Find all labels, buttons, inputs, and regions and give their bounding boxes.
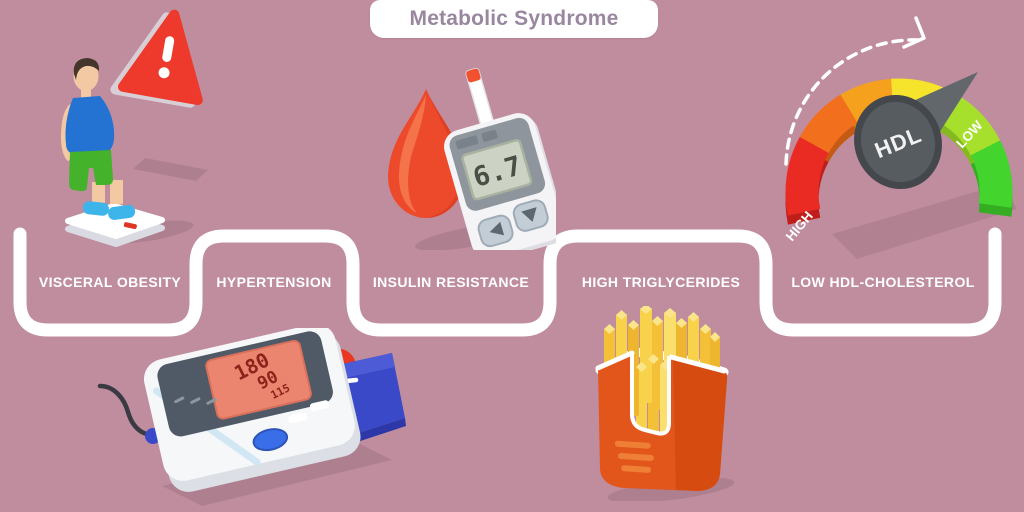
gauge-segment-green (970, 140, 1013, 208)
box-stripes (614, 440, 654, 473)
gauge-segment-orange (799, 94, 858, 154)
left-arrow-button (489, 221, 505, 236)
scale-display (123, 222, 137, 230)
triangle-shadow (133, 158, 208, 181)
label-low-hdl-cholesterol: LOW HDL-CHOLESTEROL (791, 274, 975, 290)
shorts (69, 150, 113, 192)
power-button (252, 428, 289, 452)
blood-pressure-monitor-icon: 180 90 115 (97, 328, 406, 506)
title-banner: Metabolic Syndrome (370, 0, 658, 38)
overweight-person (61, 58, 136, 220)
monitor-display: 180 90 115 (205, 339, 312, 420)
exclamation-mark (162, 36, 175, 62)
label-hypertension: HYPERTENSION (216, 274, 332, 290)
tank-top (65, 96, 115, 155)
fries-box (595, 350, 728, 491)
label-high-triglycerides: HIGH TRIGLYCERIDES (581, 274, 741, 290)
page-title: Metabolic Syndrome (409, 7, 619, 30)
french-fries-icon (595, 306, 735, 501)
path-line (13, 227, 1002, 337)
monitor-button-2 (309, 400, 330, 412)
hdl-gauge-icon: HDL HIGH LOW (783, 16, 1017, 259)
meter-buttons (477, 199, 549, 248)
down-arrow-button (521, 207, 537, 222)
gauge-segment-red (785, 136, 829, 216)
person-hair (73, 58, 100, 80)
test-strip-tip (466, 68, 481, 83)
left-tube (97, 383, 153, 438)
meter-display: 6.7 (461, 139, 533, 201)
glucose-meter-body: 6.7 (444, 67, 556, 250)
label-insulin-resistance: INSULIN RESISTANCE (372, 274, 530, 290)
monitor-body: 180 90 115 (143, 328, 361, 492)
sneakers (82, 201, 136, 220)
warning-triangle-icon (110, 9, 203, 108)
label-visceral-obesity: VISCERAL OBESITY (38, 274, 182, 290)
overweight-person-on-scale-icon (61, 9, 208, 247)
arrow-head (902, 16, 926, 49)
glucose-meter-icon: 6.7 (388, 67, 556, 250)
monitor-button-1 (288, 412, 308, 424)
panel-markings (174, 396, 217, 405)
dashed-arrow (784, 16, 926, 166)
gauge-needle: HDL (854, 72, 978, 190)
gauge-shadow (832, 184, 1017, 259)
